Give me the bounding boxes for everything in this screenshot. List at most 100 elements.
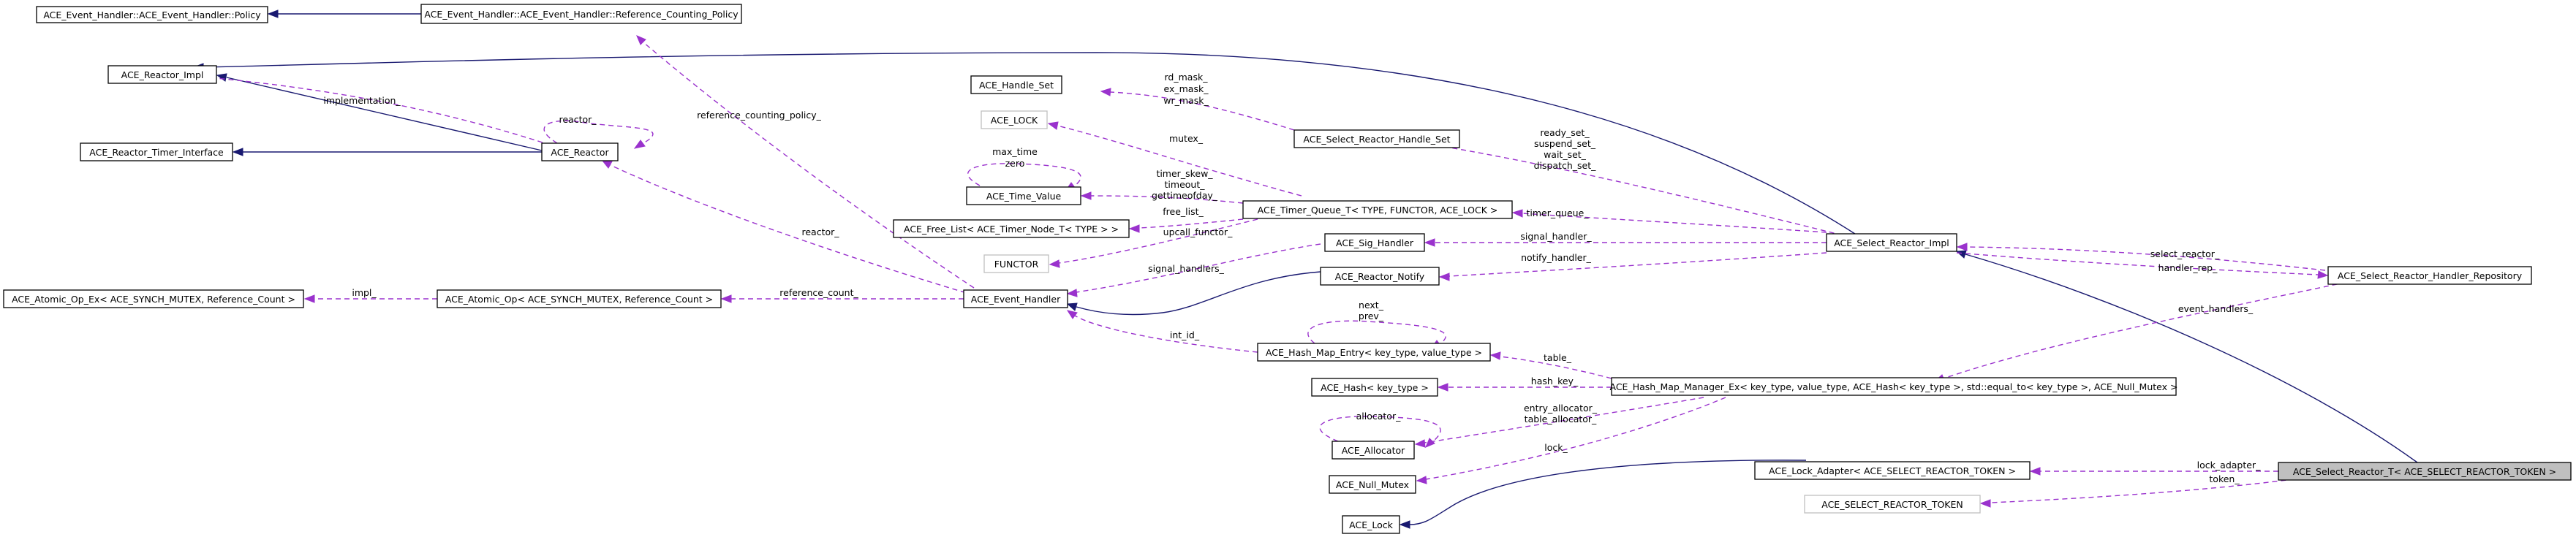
node-hash-map-manager[interactable]: ACE_Hash_Map_Manager_Ex< key_type, value… [1610, 377, 2178, 396]
edge-select-reactor-t-lock-adapter: lock_adapter_ [2029, 460, 2278, 476]
edge-timer-queue-free-list: free_list_ [1128, 206, 1244, 233]
label-reactor-to-eh: reactor_ [801, 226, 839, 237]
node-time-value[interactable]: ACE_Time_Value [966, 186, 1081, 205]
label-reactor-self: reactor_ [559, 114, 597, 125]
label-timer-skew: timer_skew_ [1156, 168, 1213, 179]
svg-text:ACE_Event_Handler: ACE_Event_Handler [971, 294, 1061, 305]
svg-text:ACE_Select_Reactor_T< ACE_SELE: ACE_Select_Reactor_T< ACE_SELECT_REACTOR… [2293, 466, 2556, 477]
node-sig-handler[interactable]: ACE_Sig_Handler [1324, 233, 1425, 252]
node-policy[interactable]: ACE_Event_Handler::ACE_Event_Handler::Po… [36, 6, 268, 23]
edge-event-handler-ref-counting-policy: reference_counting_policy_ [636, 35, 975, 289]
node-reactor-notify[interactable]: ACE_Reactor_Notify [1320, 267, 1440, 286]
node-atomic-op-ex[interactable]: ACE_Atomic_Op_Ex< ACE_SYNCH_MUTEX, Refer… [3, 289, 304, 308]
label-lock: lock_ [1544, 442, 1568, 453]
node-reactor-timer-interface[interactable]: ACE_Reactor_Timer_Interface [80, 142, 233, 161]
edge-repository-select-reactor: select_reactor_ [1956, 243, 2326, 271]
svg-text:ACE_Event_Handler::ACE_Event_H: ACE_Event_Handler::ACE_Event_Handler::Re… [424, 9, 739, 20]
label-reference-count: reference_count_ [779, 287, 858, 298]
node-atomic-op[interactable]: ACE_Atomic_Op< ACE_SYNCH_MUTEX, Referenc… [437, 289, 722, 308]
edge-handle-set-masks: rd_mask_ ex_mask_ wr_mask_ [1100, 72, 1295, 131]
svg-text:ACE_Select_Reactor_Handler_Rep: ACE_Select_Reactor_Handler_Repository [2338, 270, 2523, 281]
label-prev: prev_ [1359, 311, 1384, 321]
edge-lock-adapter-to-ace-lock [1399, 460, 1807, 529]
svg-text:ACE_Free_List< ACE_Timer_Node_: ACE_Free_List< ACE_Timer_Node_T< TYPE > … [904, 224, 1119, 235]
svg-text:ACE_SELECT_REACTOR_TOKEN: ACE_SELECT_REACTOR_TOKEN [1821, 499, 1963, 510]
node-hash[interactable]: ACE_Hash< key_type > [1311, 378, 1438, 397]
edge-reactor-notify-to-event-handler [1066, 271, 1321, 316]
edge-select-impl-handle-sets: ready_set_ suspend_set_ wait_set_ dispat… [1423, 127, 1843, 236]
svg-text:ACE_Atomic_Op< ACE_SYNCH_MUTEX: ACE_Atomic_Op< ACE_SYNCH_MUTEX, Referenc… [445, 294, 713, 305]
label-rd-mask: rd_mask_ [1165, 72, 1209, 83]
edge-ref-policy-to-policy [267, 9, 421, 18]
edge-time-value-self: max_time zero [967, 146, 1081, 191]
node-reference-counting-policy[interactable]: ACE_Event_Handler::ACE_Event_Handler::Re… [420, 4, 742, 24]
label-free-list: free_list_ [1163, 206, 1204, 217]
node-select-reactor-token[interactable]: ACE_SELECT_REACTOR_TOKEN [1804, 495, 1981, 514]
node-lock-adapter[interactable]: ACE_Lock_Adapter< ACE_SELECT_REACTOR_TOK… [1754, 461, 2031, 480]
label-gettimeofday: gettimeofday_ [1152, 190, 1218, 201]
edge-reactor-to-reactor-impl [216, 73, 543, 151]
svg-text:FUNCTOR: FUNCTOR [994, 259, 1039, 270]
label-timeout: timeout_ [1165, 179, 1206, 190]
node-ace-lock-template-param[interactable]: ACE_LOCK [981, 110, 1048, 129]
label-max-time: max_time [992, 146, 1038, 157]
node-select-reactor-impl[interactable]: ACE_Select_Reactor_Impl [1826, 233, 1957, 252]
node-null-mutex[interactable]: ACE_Null_Mutex [1329, 475, 1416, 494]
label-event-handlers: event_handlers_ [2178, 303, 2254, 314]
node-select-reactor-t[interactable]: ACE_Select_Reactor_T< ACE_SELECT_REACTOR… [2278, 462, 2572, 481]
label-timer-queue: timer_queue_ [1526, 207, 1589, 218]
svg-text:ACE_Reactor_Impl: ACE_Reactor_Impl [121, 69, 204, 80]
node-functor-template-param[interactable]: FUNCTOR [983, 254, 1049, 273]
svg-text:ACE_Lock: ACE_Lock [1349, 519, 1393, 530]
label-suspend-set: suspend_set_ [1534, 138, 1596, 149]
node-hash-map-entry[interactable]: ACE_Hash_Map_Entry< key_type, value_type… [1257, 343, 1491, 362]
edge-repository-event-handlers: event_handlers_ [1933, 280, 2355, 383]
edge-hash-map-entry-int-id: int_id_ [1066, 310, 1258, 353]
label-ex-mask: ex_mask_ [1164, 83, 1209, 94]
label-hash-key: hash_key_ [1531, 376, 1579, 386]
edge-event-handler-reference-count: reference_count_ [720, 287, 964, 303]
label-table-allocator: table_allocator_ [1525, 414, 1597, 424]
svg-text:ACE_Time_Value: ACE_Time_Value [986, 191, 1062, 202]
label-next: next_ [1359, 300, 1384, 311]
label-mutex: mutex_ [1169, 133, 1204, 144]
node-reactor[interactable]: ACE_Reactor [541, 142, 619, 161]
label-wr-mask: wr_mask_ [1163, 95, 1209, 106]
svg-text:ACE_Sig_Handler: ACE_Sig_Handler [1336, 237, 1414, 248]
edge-select-impl-notify-handler: notify_handler_ [1438, 252, 1827, 281]
edge-atomic-op-impl: impl_ [303, 287, 437, 303]
label-entry-allocator: entry_allocator_ [1524, 403, 1598, 414]
label-impl: impl_ [352, 287, 377, 298]
node-ace-lock[interactable]: ACE_Lock [1342, 515, 1400, 534]
node-select-reactor-handle-set[interactable]: ACE_Select_Reactor_Handle_Set [1293, 129, 1460, 148]
edge-sig-handler-signal-handlers: signal_handlers_ [1066, 243, 1321, 297]
svg-text:ACE_Select_Reactor_Impl: ACE_Select_Reactor_Impl [1834, 237, 1949, 248]
edge-hash-map-manager-allocators: entry_allocator_ table_allocator_ [1414, 397, 1704, 448]
node-free-list[interactable]: ACE_Free_List< ACE_Timer_Node_T< TYPE > … [893, 219, 1130, 238]
svg-text:ACE_Hash< key_type >: ACE_Hash< key_type > [1321, 382, 1429, 393]
node-handle-set[interactable]: ACE_Handle_Set [970, 75, 1062, 94]
edge-allocator-self: allocator_ [1319, 411, 1441, 448]
edge-hash-map-manager-lock: lock_ [1416, 397, 1726, 484]
label-dispatch-set: dispatch_set_ [1534, 160, 1597, 171]
svg-text:ACE_LOCK: ACE_LOCK [991, 115, 1038, 126]
label-signal-handlers: signal_handlers_ [1148, 263, 1224, 274]
node-allocator[interactable]: ACE_Allocator [1332, 441, 1415, 460]
svg-text:ACE_Select_Reactor_Handle_Set: ACE_Select_Reactor_Handle_Set [1303, 134, 1450, 145]
svg-text:ACE_Reactor_Timer_Interface: ACE_Reactor_Timer_Interface [89, 147, 224, 158]
edge-reactor-to-timer-interface [232, 148, 542, 156]
node-event-handler[interactable]: ACE_Event_Handler [963, 289, 1068, 308]
edge-select-reactor-t-token: token_ [1979, 473, 2304, 508]
svg-text:ACE_Atomic_Op_Ex< ACE_SYNCH_MU: ACE_Atomic_Op_Ex< ACE_SYNCH_MUTEX, Refer… [12, 294, 295, 305]
label-select-reactor: select_reactor_ [2150, 248, 2220, 259]
node-handler-repository[interactable]: ACE_Select_Reactor_Handler_Repository [2327, 266, 2532, 285]
edge-select-impl-signal-handler: signal_handler_ [1424, 231, 1827, 247]
label-notify-handler: notify_handler_ [1521, 252, 1592, 263]
node-reactor-impl[interactable]: ACE_Reactor_Impl [107, 65, 217, 84]
label-handler-rep: handler_rep_ [2158, 262, 2218, 273]
label-int-id: int_id_ [1170, 330, 1200, 340]
svg-text:ACE_Lock_Adapter< ACE_SELECT_R: ACE_Lock_Adapter< ACE_SELECT_REACTOR_TOK… [1769, 465, 2016, 476]
node-timer-queue[interactable]: ACE_Timer_Queue_T< TYPE, FUNCTOR, ACE_LO… [1242, 200, 1513, 219]
svg-text:ACE_Allocator: ACE_Allocator [1342, 445, 1405, 456]
